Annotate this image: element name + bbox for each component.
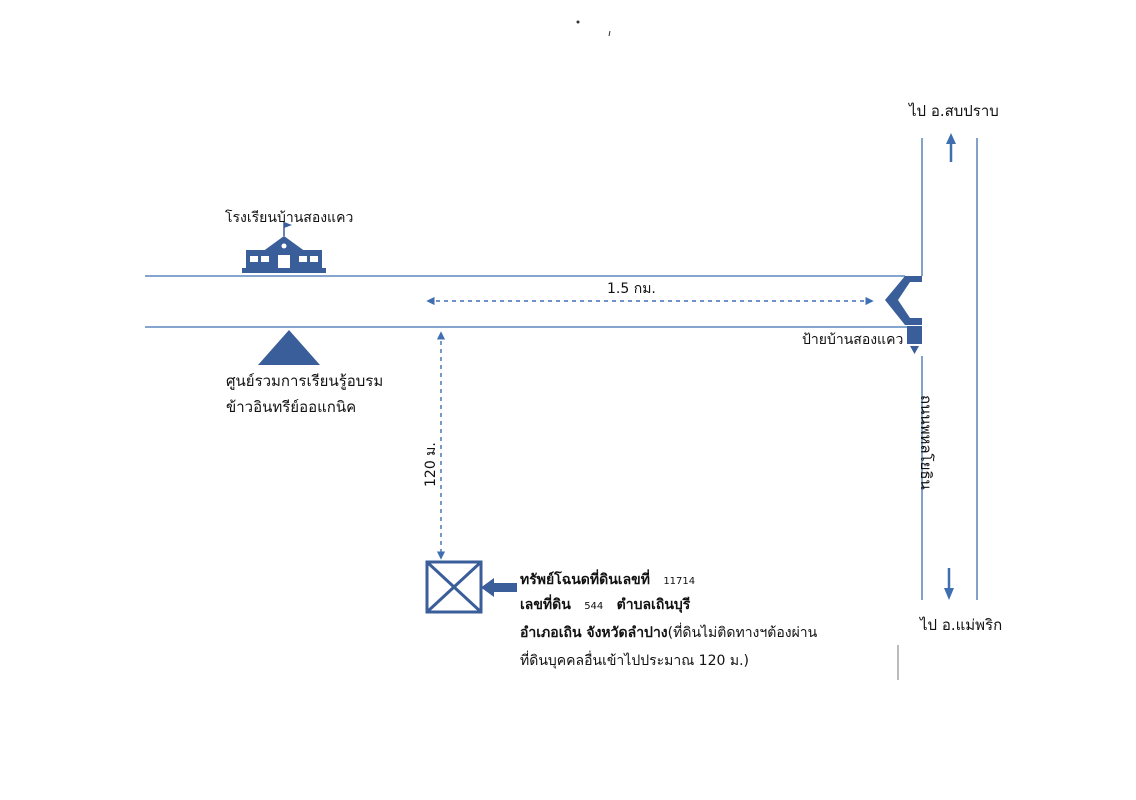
scan-mark — [608, 30, 611, 37]
property-land-label: เลขที่ดิน — [520, 597, 571, 613]
property-land-line: เลขที่ดิน 544 ตำบลเถินบุรี — [520, 594, 690, 616]
property-box-icon — [425, 560, 483, 614]
label-to-sop-prap: ไป อ.สบปราบ — [909, 102, 999, 120]
property-deed-number: 11714 — [663, 576, 696, 587]
scan-mark — [576, 20, 580, 24]
property-access-line: ที่ดินบุคคลอื่นเข้าไปประมาณ 120 ม.) — [520, 650, 749, 672]
property-land-number: 544 — [584, 601, 604, 612]
label-school: โรงเรียนบ้านสองแคว — [225, 210, 354, 226]
property-district-line: อำเภอเถิน จังหวัดลำปาง(ที่ดินไม่ติดทางฯต… — [520, 622, 817, 644]
property-subdistrict: ตำบลเถินบุรี — [616, 597, 691, 613]
label-learning-center-1: ศูนย์รวมการเรียนรู้อบรม — [226, 372, 384, 390]
label-distance-km: 1.5 กม. — [607, 281, 656, 297]
property-district: อำเภอเถิน จังหวัดลำปาง — [520, 625, 668, 641]
property-deed-label: ทรัพย์โฉนดที่ดินเลขที่ — [520, 572, 650, 588]
school-icon — [242, 222, 326, 273]
arrow-down-icon — [944, 568, 954, 600]
property-note: (ที่ดินไม่ติดทางฯต้องผ่าน — [667, 625, 818, 641]
property-access-note: ที่ดินบุคคลอื่นเข้าไปประมาณ 120 ม.) — [520, 653, 749, 669]
property-deed-line: ทรัพย์โฉนดที่ดินเลขที่ 11714 — [520, 569, 695, 591]
label-highway: ถนนพหลโยธิน — [917, 395, 935, 490]
triangle-marker-icon — [258, 330, 320, 365]
label-to-mae-phrik: ไป อ.แม่พริก — [920, 616, 1003, 634]
bus-stop-icon — [907, 326, 922, 354]
arrow-left-icon — [481, 578, 517, 597]
arrow-up-icon — [946, 133, 956, 162]
junction-marker-icon — [885, 276, 922, 325]
label-bus-stop: ป้ายบ้านสองแคว — [802, 332, 904, 348]
label-learning-center-2: ข้าวอินทรีย์ออแกนิค — [226, 398, 357, 416]
label-distance-m: 120 ม. — [423, 442, 439, 487]
